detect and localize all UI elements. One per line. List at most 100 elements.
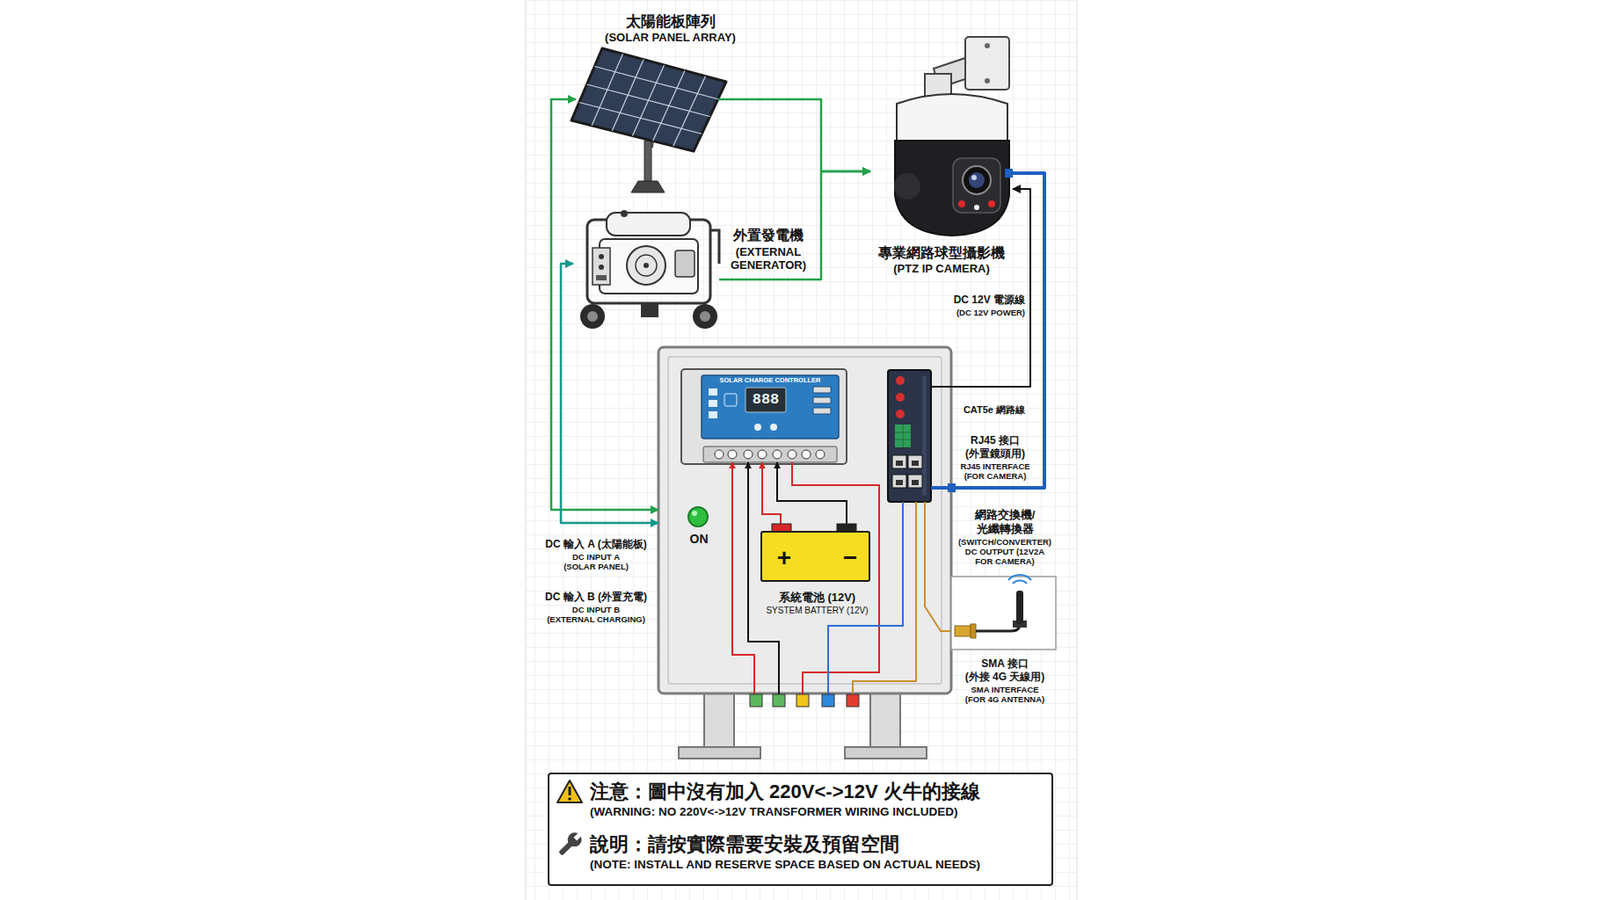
- system-battery: +−系統電池 (12V)SYSTEM BATTERY (12V): [760, 530, 871, 582]
- charge-controller-illustration: [681, 369, 847, 465]
- text-slot: (DC 12V POWER): [914, 307, 1026, 319]
- text-slot: (SWITCH/CONVERTER): [949, 537, 1061, 547]
- internal-wiring: [821, 694, 835, 707]
- text-slot: 說明：請按實際需要安裝及預留空間: [589, 832, 1043, 858]
- internal-wiring: [732, 462, 955, 707]
- charge-controller-illustration: [757, 450, 767, 459]
- grid-background: [525, 0, 1077, 900]
- text-slot: (EXTERNAL CHARGING): [530, 614, 662, 625]
- generator-illustration: [635, 254, 657, 277]
- enclosure-illustration: [658, 347, 956, 759]
- generator-illustration: [592, 247, 611, 285]
- text-slot: SYSTEM BATTERY (12V): [740, 605, 895, 617]
- annotation-label: DC INPUT B: [572, 604, 620, 615]
- warning-note: 注意：圖中沒有加入 220V<->12V 火牛的接線(WARNING: NO 2…: [547, 772, 1054, 887]
- generator-illustration: [620, 210, 628, 218]
- ptz-camera-illustration: [894, 140, 1010, 236]
- network-switch-illustration: [892, 474, 907, 488]
- lcd-readout: 888: [752, 387, 780, 413]
- network-switch-illustration: [908, 474, 923, 488]
- text-slot: 外置發電機: [722, 226, 815, 245]
- controller-brand: SOLAR CHARGE CONTROLLER: [720, 376, 822, 386]
- annotation-label: RJ45 INTERFACE: [960, 461, 1030, 472]
- charge-controller-illustration: [714, 450, 724, 459]
- cable-connector: [551, 99, 659, 510]
- solar-panel-illustration: [571, 48, 727, 152]
- text-slot: (SOLAR PANEL): [530, 561, 662, 572]
- enclosure-illustration: [691, 510, 698, 517]
- warning-panel-illustration: [567, 797, 572, 801]
- text-slot: 系統電池 (12V): [740, 590, 895, 605]
- network-switch-illustration: [894, 424, 911, 448]
- cable-connector: [560, 263, 659, 524]
- text-slot: 注意：圖中沒有加入 220V<->12V 火牛的接線: [589, 779, 1043, 805]
- ptz-camera-illustration: [984, 78, 990, 84]
- solar-panel-illustration: [579, 102, 703, 135]
- text-slot: RJ45 INTERFACE: [952, 461, 1038, 472]
- ptz-camera-illustration: [952, 158, 1001, 213]
- annotation-label: (DC 12V POWER): [956, 307, 1026, 319]
- enclosure-illustration: [658, 347, 952, 694]
- warning-translation: (WARNING: NO 220V<->12V TRANSFORMER WIRI…: [589, 804, 959, 821]
- annotation-label: DC 輸入 A (太陽能板): [545, 538, 648, 552]
- power-indicator-label: ON: [690, 531, 709, 547]
- charge-controller-illustration: [787, 450, 797, 459]
- network-switch-illustration: [892, 455, 907, 469]
- warning-panel-illustration: [555, 829, 587, 860]
- text-slot: 太陽能板陣列: [575, 12, 765, 31]
- antenna-illustration: [970, 624, 976, 639]
- enclosure-illustration: [688, 507, 708, 527]
- warning-panel-illustration: [557, 780, 582, 803]
- antenna-illustration: [1012, 581, 1027, 584]
- ptz-camera-illustration: [1004, 168, 1013, 178]
- charge-controller-illustration: [772, 450, 782, 459]
- warning-text: 注意：圖中沒有加入 220V<->12V 火牛的接線: [589, 779, 981, 805]
- cable-connector: [930, 189, 1031, 387]
- switch-output-note: DC OUTPUT (12V2A FOR CAMERA): [960, 546, 1049, 567]
- charge-controller-illustration: [701, 375, 839, 439]
- charge-controller: SOLAR CHARGE CONTROLLER888: [681, 369, 847, 465]
- camera-subtitle: (PTZ IP CAMERA): [893, 261, 990, 277]
- charge-controller-illustration: [724, 393, 737, 407]
- antenna-illustration: [1008, 574, 1032, 581]
- text-slot: 網路交換機/: [949, 508, 1061, 523]
- cable-connector: [930, 173, 1045, 488]
- text-slot: DC 輸入 B (外置充電): [530, 590, 662, 604]
- annotation-label: (外置鏡頭用): [965, 447, 1026, 461]
- solar-panel-illustration: [631, 181, 665, 193]
- text-slot: ON: [681, 531, 717, 547]
- charge-controller-illustration: [708, 411, 718, 419]
- text-slot: −: [835, 542, 866, 575]
- network-switch-illustration: [895, 480, 903, 486]
- control-enclosure: ONSOLAR CHARGE CONTROLLER888網路交換機/光纖轉換器(…: [658, 347, 952, 694]
- internal-wiring: [772, 694, 786, 707]
- annotation-label: SMA INTERFACE: [970, 684, 1039, 695]
- ptz-camera-illustration: [974, 204, 980, 211]
- text-slot: SOLAR CHARGE CONTROLLER: [701, 376, 839, 386]
- text-slot: DC OUTPUT (12V2A FOR CAMERA): [960, 546, 1049, 567]
- antenna-illustration: [954, 625, 971, 637]
- generator-subtitle: (EXTERNAL GENERATOR): [722, 245, 815, 272]
- text-slot: SMA 接口: [953, 657, 1056, 671]
- text-slot: (外置鏡頭用): [952, 447, 1038, 461]
- text-slot: (FOR CAMERA): [952, 471, 1038, 481]
- warning-panel-illustration: [568, 786, 572, 796]
- generator-illustration: [692, 304, 718, 329]
- text-slot: RJ45 接口: [952, 434, 1038, 448]
- text-slot: (EXTERNAL GENERATOR): [722, 245, 815, 272]
- battery-subtitle: SYSTEM BATTERY (12V): [765, 605, 868, 617]
- switch-subtitle: (SWITCH/CONVERTER): [958, 537, 1052, 547]
- grid-background: [525, 0, 1077, 900]
- ptz-camera: 專業網路球型攝影機(PTZ IP CAMERA): [870, 33, 1013, 278]
- text-slot: DC INPUT B: [530, 604, 662, 615]
- antenna-illustration: [951, 574, 1056, 650]
- warning-panel-illustration: [547, 772, 1054, 887]
- grid-background: [1076, 0, 1078, 900]
- text-slot: SMA INTERFACE: [953, 684, 1056, 695]
- charge-controller-illustration: [681, 369, 847, 465]
- text-slot: 888: [745, 387, 786, 413]
- network-switch-illustration: [887, 370, 931, 502]
